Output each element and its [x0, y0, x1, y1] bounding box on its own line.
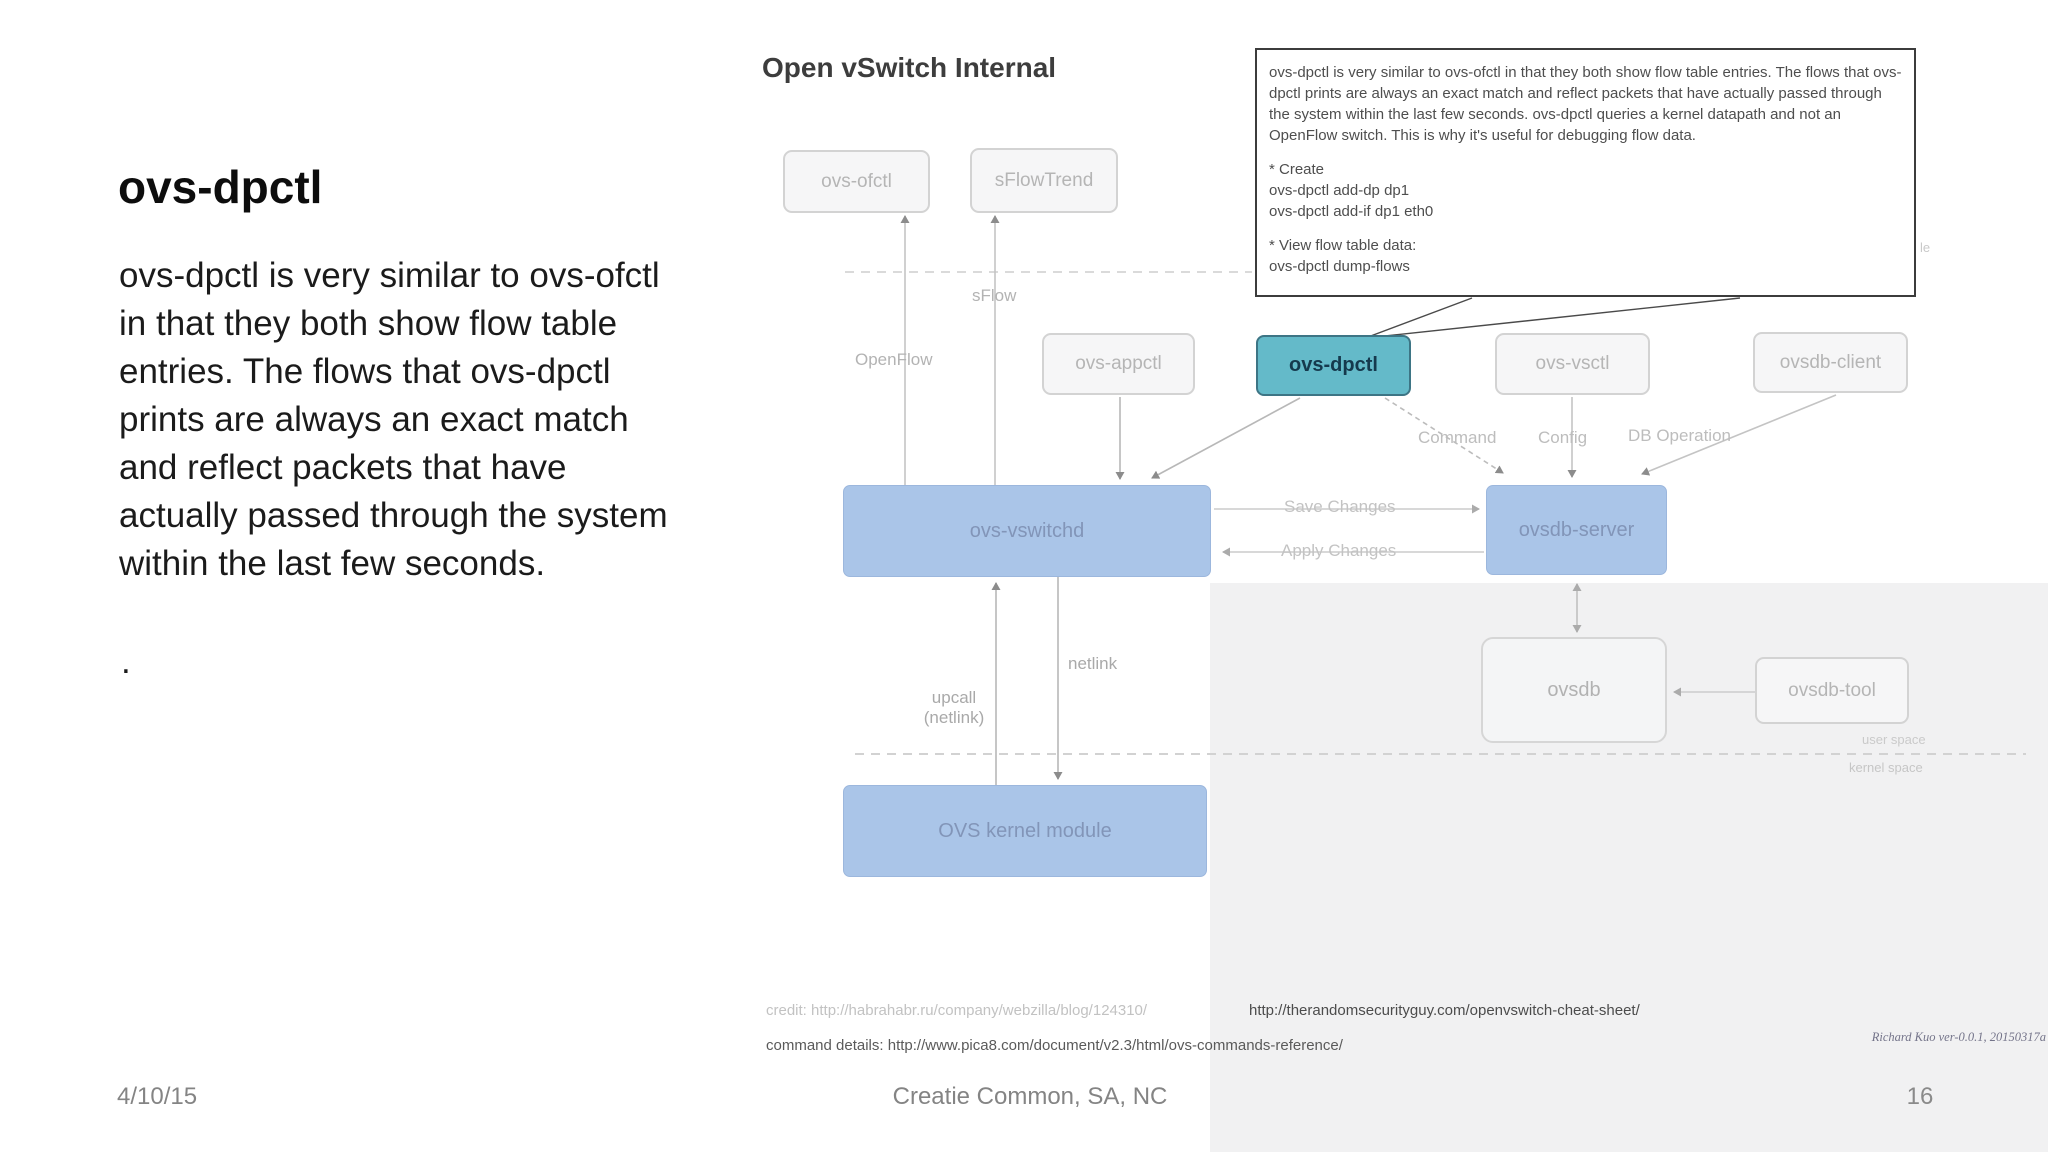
body-trailing-dot: . — [121, 642, 131, 681]
label-command: Command — [1418, 428, 1497, 447]
label-db-operation: DB Operation — [1628, 426, 1731, 445]
footer-license: Creatie Common, SA, NC — [892, 1083, 1168, 1110]
edge-dpctl-vswitchd — [1151, 397, 1301, 479]
credit-cheatsheet-url: http://therandomsecurityguy.com/openvswi… — [1249, 1002, 1640, 1019]
node-ovs-vsctl: ovs-vsctl — [1495, 333, 1650, 395]
callout-create-heading: * Create — [1269, 161, 1325, 178]
label-save-changes: Save Changes — [1284, 497, 1396, 516]
node-sflowtrend: sFlowTrend — [970, 148, 1118, 213]
node-ovsdb: ovsdb — [1481, 637, 1667, 743]
label-sflow: sFlow — [972, 286, 1017, 305]
node-ovsdb-tool: ovsdb-tool — [1755, 657, 1909, 724]
label-upcall-line1: upcall — [931, 688, 977, 707]
callout-view-heading: * View flow table data: — [1269, 237, 1417, 254]
label-upcall-line2: (netlink) — [923, 708, 985, 727]
node-ovsdb-client: ovsdb-client — [1753, 332, 1908, 393]
clipped-text-fragment: le — [1920, 240, 1931, 255]
author-watermark: Richard Kuo ver-0.0.1, 20150317a — [1871, 1030, 2046, 1044]
node-ovs-kernel-module: OVS kernel module — [843, 785, 1207, 877]
label-apply-changes: Apply Changes — [1281, 541, 1397, 560]
label-user-space: user space — [1862, 732, 1926, 747]
page-title: ovs-dpctl — [118, 161, 323, 213]
callout-create-cmd-1: ovs-dpctl add-dp dp1 — [1269, 182, 1410, 199]
callout-paragraph: ovs-dpctl is very similar to ovs-ofctl i… — [1269, 64, 1902, 144]
node-ovs-vswitchd: ovs-vswitchd — [843, 485, 1211, 577]
credit-habrahabr: credit: http://habrahabr.ru/company/webz… — [766, 1002, 1148, 1019]
footer-date: 4/10/15 — [117, 1083, 198, 1110]
node-ovs-dpctl-highlighted: ovs-dpctl — [1256, 335, 1411, 396]
footer-page-number: 16 — [1906, 1083, 1934, 1110]
callout-view-cmd: ovs-dpctl dump-flows — [1269, 258, 1410, 275]
label-config: Config — [1538, 428, 1588, 447]
node-ovsdb-server: ovsdb-server — [1486, 485, 1667, 575]
node-ovs-appctl: ovs-appctl — [1042, 333, 1195, 395]
label-openflow: OpenFlow — [855, 350, 933, 369]
node-ovs-ofctl: ovs-ofctl — [783, 150, 930, 213]
credit-command-details: command details: http://www.pica8.com/do… — [766, 1037, 1343, 1054]
callout-create-cmd-2: ovs-dpctl add-if dp1 eth0 — [1269, 203, 1434, 220]
diagram-title: Open vSwitch Internal — [762, 52, 1057, 83]
label-netlink: netlink — [1068, 654, 1118, 673]
callout-note: ovs-dpctl is very similar to ovs-ofctl i… — [1255, 48, 1916, 297]
body-paragraph: ovs-dpctl is very similar to ovs-ofctl i… — [119, 256, 668, 583]
label-upcall: upcall (netlink) — [898, 688, 1010, 728]
label-kernel-space: kernel space — [1849, 760, 1923, 775]
